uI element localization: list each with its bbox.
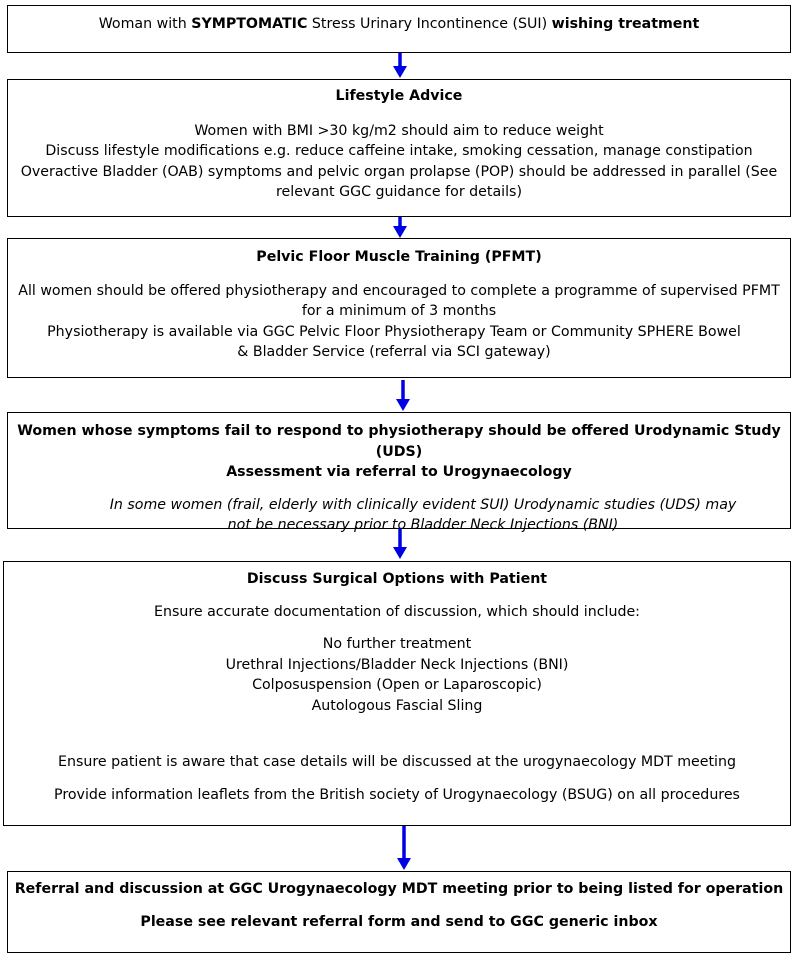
pfmt-line-availability: Physiotherapy is available via GGC Pelvi… [47, 323, 741, 361]
surgical-option: Colposuspension (Open or Laparoscopic) [252, 677, 542, 693]
surgical-option: Urethral Injections/Bladder Neck Injecti… [225, 656, 569, 673]
presentation-text: Woman with SYMPTOMATIC Stress Urinary In… [98, 16, 700, 32]
box-lifestyle-advice: Lifestyle Advice Women with BMI >30 kg/m… [7, 79, 791, 217]
arrow-down-icon [393, 529, 407, 559]
arrow-down-icon [397, 826, 411, 870]
surgical-leaflets-note: Provide information leaflets from the Br… [54, 786, 740, 803]
arrow-1 [390, 53, 410, 79]
arrow-5 [394, 826, 414, 872]
pfmt-title: Pelvic Floor Muscle Training (PFMT) [256, 249, 542, 265]
uds-note: In some women (frail, elderly with clini… [109, 496, 737, 534]
surgical-title: Discuss Surgical Options with Patient [246, 571, 548, 587]
lifestyle-title: Lifestyle Advice [335, 88, 463, 104]
uds-title-line-1: Women whose symptoms fail to respond to … [17, 423, 781, 460]
lifestyle-line-oab-pop: Overactive Bladder (OAB) symptoms and pe… [20, 163, 778, 201]
surgical-option: No further treatment [322, 636, 472, 652]
mdt-referral-form-line: Please see relevant referral form and se… [140, 913, 658, 930]
lifestyle-line-bmi: Women with BMI >30 kg/m2 should aim to r… [194, 122, 604, 139]
arrow-down-icon [393, 53, 407, 78]
box-uds-assessment: Women whose symptoms fail to respond to … [7, 412, 791, 533]
arrow-3 [393, 380, 413, 412]
uds-title-line-2: Assessment via referral to Urogynaecolog… [226, 464, 572, 480]
arrow-2 [390, 217, 410, 239]
mdt-referral-line: Referral and discussion at GGC Urogynaec… [14, 881, 784, 897]
lifestyle-line-modifications: Discuss lifestyle modifications e.g. red… [45, 143, 753, 159]
surgical-mdt-note: Ensure patient is aware that case detail… [58, 754, 736, 770]
pfmt-line-physiotherapy: All women should be offered physiotherap… [18, 282, 780, 320]
arrow-4 [390, 529, 410, 561]
surgical-intro: Ensure accurate documentation of discuss… [154, 603, 640, 620]
box-pfmt: Pelvic Floor Muscle Training (PFMT) All … [7, 238, 791, 378]
box-mdt-referral: Referral and discussion at GGC Urogynaec… [7, 871, 791, 953]
surgical-option: Autologous Fascial Sling [311, 697, 483, 714]
box-presentation: Woman with SYMPTOMATIC Stress Urinary In… [7, 5, 791, 53]
arrow-down-icon [396, 380, 410, 411]
box-surgical-options: Discuss Surgical Options with Patient En… [3, 561, 791, 826]
arrow-down-icon [393, 217, 407, 238]
